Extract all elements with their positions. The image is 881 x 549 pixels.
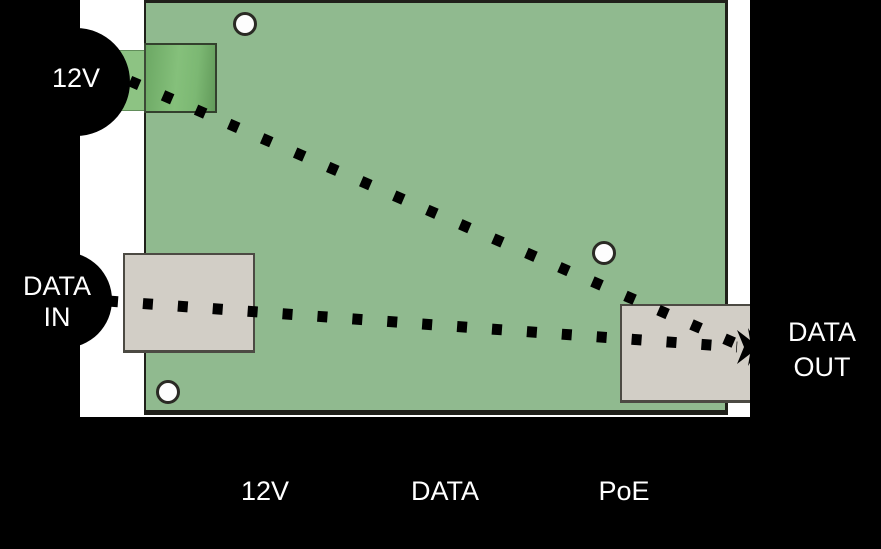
legend-label-12v: 12V [240, 476, 290, 506]
data-flow-dotted-line [107, 295, 738, 353]
data-out-label-line1: DATA [787, 317, 856, 347]
mounting-hole-top-icon [233, 12, 257, 36]
mounting-hole-bottom-icon [156, 380, 180, 404]
data-in-label-line1: DATA [22, 271, 91, 301]
legend-label-data: DATA [410, 476, 479, 506]
data-in-label: DATA IN [0, 271, 133, 333]
data-out-label-line2: OUT [793, 352, 851, 382]
power-flow-dotted-line [127, 75, 742, 351]
mounting-hole-middle-icon [592, 241, 616, 265]
data-out-label: DATA OUT [746, 315, 881, 385]
legend-label-poe: PoE [598, 476, 650, 506]
data-in-port [123, 253, 255, 353]
data-out-port [620, 304, 752, 403]
flow-arrow-icon [737, 328, 760, 366]
power-terminal-block [144, 43, 217, 113]
data-in-label-line2: IN [43, 302, 71, 332]
power-input-label-text: 12V [51, 63, 101, 93]
power-input-label: 12V [0, 63, 152, 93]
bottom-mask-panel [0, 417, 881, 549]
